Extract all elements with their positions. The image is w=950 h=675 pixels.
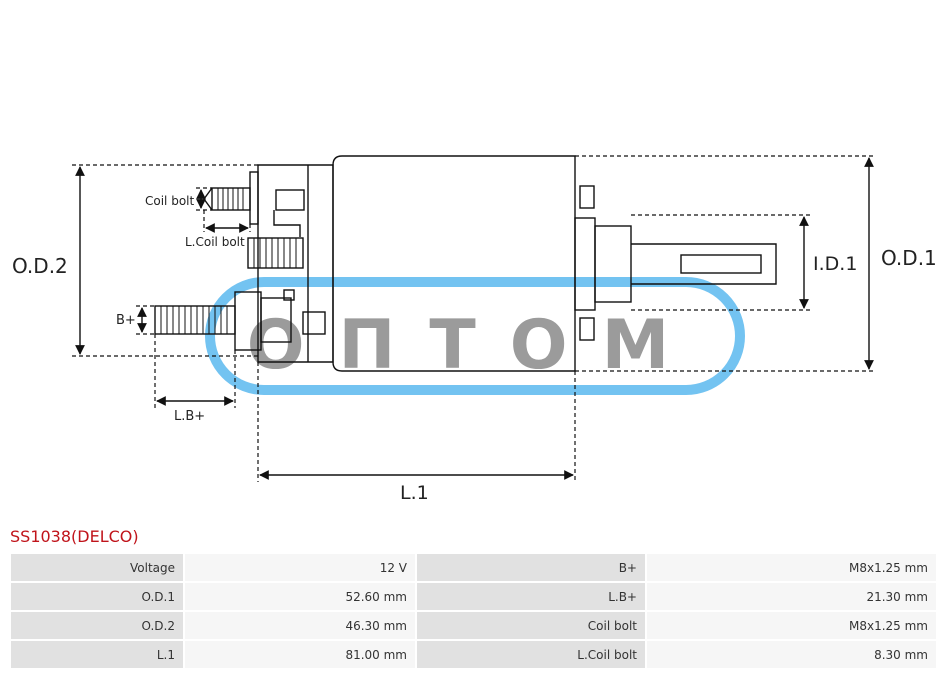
spec-value: 52.60 mm [183,581,417,612]
spec-key: L.1 [9,639,185,670]
spec-table: Voltage 12 V B+ M8x1.25 mm O.D.1 52.60 m… [9,552,938,670]
spec-key: L.Coil bolt [415,639,647,670]
spec-value: 21.30 mm [645,581,938,612]
spec-value: M8x1.25 mm [645,552,938,583]
label-id1: I.D.1 [813,253,857,275]
spec-key: Voltage [9,552,185,583]
coil-bolt [211,187,251,211]
spec-value: 81.00 mm [183,639,417,670]
solenoid-drawing [154,155,777,372]
label-b-plus: B+ [116,313,136,328]
spec-value: 8.30 mm [645,639,938,670]
spec-row: O.D.2 46.30 mm Coil bolt M8x1.25 mm [9,610,938,641]
watermark-text: ОПТОМ [247,306,704,385]
spec-value: 46.30 mm [183,610,417,641]
label-l-coil-bolt: L.Coil bolt [185,235,245,249]
threaded-stud [247,237,304,269]
dimension-arrows [75,157,874,480]
label-od2: O.D.2 [12,254,68,278]
spec-key: O.D.1 [9,581,185,612]
spec-key: B+ [415,552,647,583]
spec-row: O.D.1 52.60 mm L.B+ 21.30 mm [9,581,938,612]
label-l1: L.1 [400,482,429,504]
spec-value: M8x1.25 mm [645,610,938,641]
spec-key: O.D.2 [9,610,185,641]
label-l-b-plus: L.B+ [174,409,205,424]
spec-value: 12 V [183,552,417,583]
spec-key: Coil bolt [415,610,647,641]
label-coil-bolt: Coil bolt [145,194,194,208]
extension-lines [72,155,876,482]
product-title: SS1038(DELCO) [10,527,139,546]
solenoid-diagram: ОПТОМ [12,155,937,504]
label-od1: O.D.1 [881,246,937,270]
spec-row: L.1 81.00 mm L.Coil bolt 8.30 mm [9,639,938,670]
spec-row: Voltage 12 V B+ M8x1.25 mm [9,552,938,583]
watermark-ring [205,277,745,395]
watermark: ОПТОМ [205,277,745,395]
spec-key: L.B+ [415,581,647,612]
plunger [631,243,777,285]
